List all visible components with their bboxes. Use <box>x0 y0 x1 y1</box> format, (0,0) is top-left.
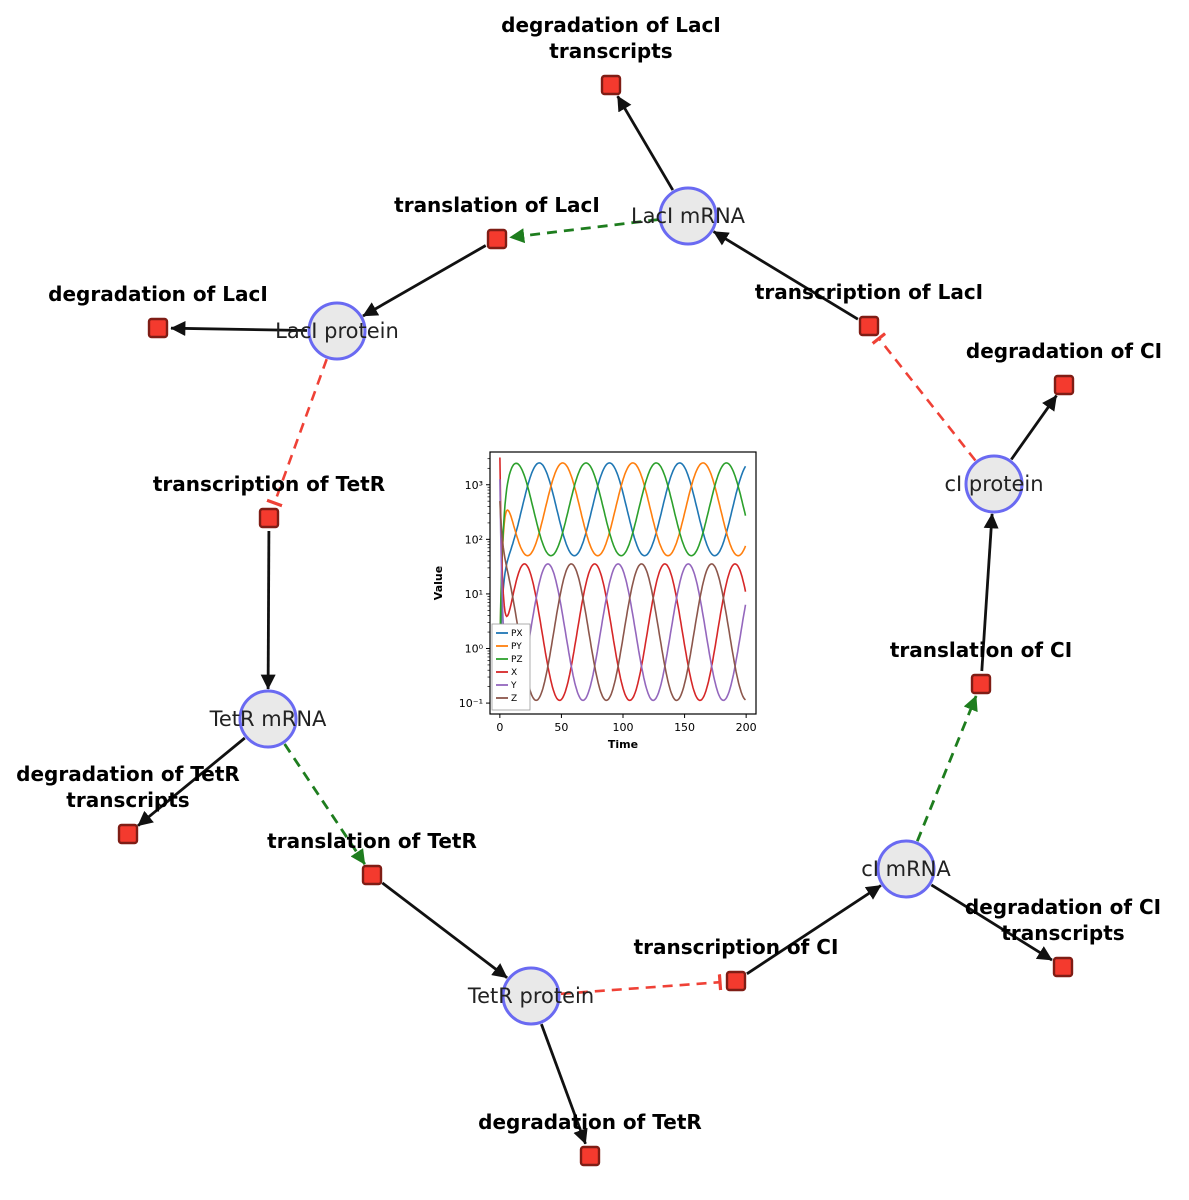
x-tick-label-1: 50 <box>554 721 568 734</box>
legend-box <box>491 623 531 711</box>
reaction-label-deg-laci-transcripts-line0: degradation of LacI <box>501 13 721 37</box>
x-tick-label-4: 200 <box>736 721 757 734</box>
reaction-label-translation-laci-line0: translation of LacI <box>394 193 600 217</box>
reaction-label-transcription-tetr-line0: transcription of TetR <box>153 472 385 496</box>
reaction-label-deg-ci-line0: degradation of CI <box>966 339 1162 363</box>
series-line-Z <box>499 501 747 702</box>
edge-tetr-mrna-to-translation-tetr <box>283 743 366 865</box>
reaction-label-deg-laci-transcripts-line1: transcripts <box>549 39 672 63</box>
x-tick-label-0: 0 <box>496 721 503 734</box>
species-node-tetr-mrna <box>238 689 298 749</box>
species-node-tetr-protein <box>501 966 561 1026</box>
legend-label-Z: Z <box>511 694 517 704</box>
legend: PX PY PZ XYZ <box>491 623 531 711</box>
species-node-ci-protein <box>964 454 1024 514</box>
legend-label-PX: PX <box>511 629 523 639</box>
y-tick-label-3: 10² <box>465 533 483 546</box>
edge-ci-protein-to-deg-ci <box>1010 394 1058 461</box>
y-tick-label-2: 10¹ <box>465 588 483 601</box>
reaction-node-deg-laci-transcripts <box>600 74 622 96</box>
reaction-node-deg-tetr-transcripts <box>117 823 139 845</box>
edge-tetr-protein-to-transcription-ci <box>560 974 723 996</box>
reaction-label-transcription-laci-line0: transcription of LacI <box>755 280 983 304</box>
reaction-node-deg-laci <box>147 317 169 339</box>
edge-laci-protein-to-transcription-tetr <box>266 358 328 508</box>
reaction-label-transcription-ci-line0: transcription of CI <box>634 935 839 959</box>
species-node-laci-protein <box>307 301 367 361</box>
edge-tetr-protein-to-deg-tetr <box>540 1023 588 1145</box>
species-label-tetr-mrna: TetR mRNA <box>209 707 327 731</box>
x-tick-label-3: 150 <box>674 721 695 734</box>
reaction-label-translation-ci-line0: translation of CI <box>890 638 1072 662</box>
reaction-label-deg-ci-transcripts-line0: degradation of CI <box>965 895 1161 919</box>
edge-ci-mrna-to-deg-ci-transcripts <box>930 883 1053 962</box>
species-label-tetr-protein: TetR protein <box>467 984 594 1008</box>
legend-label-PZ: PZ <box>511 655 523 665</box>
edge-laci-mrna-to-translation-laci <box>509 218 659 244</box>
series-line-PY <box>499 462 747 660</box>
y-tick-label-0: 10⁻¹ <box>459 697 483 710</box>
reaction-node-deg-ci-transcripts <box>1052 956 1074 978</box>
species-node-laci-mrna <box>658 186 718 246</box>
edge-transcription-ci-to-ci-mrna <box>746 884 882 975</box>
reaction-label-deg-tetr-transcripts-line1: transcripts <box>66 788 189 812</box>
x-axis-label: Time <box>608 738 638 751</box>
legend-label-Y: Y <box>510 681 517 691</box>
edge-tetr-mrna-to-deg-tetr-transcripts <box>137 736 246 827</box>
species-label-laci-protein: LacI protein <box>275 319 399 343</box>
reaction-node-transcription-laci <box>858 315 880 337</box>
x-tick-label-2: 100 <box>613 721 634 734</box>
reaction-node-deg-ci <box>1053 374 1075 396</box>
species-label-laci-mrna: LacI mRNA <box>631 204 746 228</box>
reaction-label-deg-tetr-line0: degradation of TetR <box>478 1110 702 1134</box>
edge-ci-protein-to-transcription-laci <box>871 332 977 462</box>
y-axis-label: Value <box>432 566 445 600</box>
legend-label-PY: PY <box>511 642 522 652</box>
reaction-label-deg-ci-transcripts-line1: transcripts <box>1001 921 1124 945</box>
species-label-ci-mrna: cI mRNA <box>861 857 951 881</box>
edge-translation-laci-to-laci-protein <box>362 244 487 318</box>
series-line-PX <box>499 462 747 671</box>
edge-transcription-tetr-to-tetr-mrna <box>260 530 276 690</box>
y-tick-label-4: 10³ <box>465 479 483 492</box>
edge-layer <box>137 95 1058 1145</box>
edge-translation-ci-to-ci-protein <box>980 513 999 672</box>
reaction-label-translation-tetr-line0: translation of TetR <box>267 829 477 853</box>
series-line-PZ <box>499 462 747 649</box>
series-line-X <box>499 457 747 702</box>
reaction-node-translation-laci <box>486 228 508 250</box>
edge-ci-mrna-to-translation-ci <box>916 695 978 842</box>
reaction-node-translation-ci <box>970 673 992 695</box>
y-tick-label-1: 10⁰ <box>465 643 484 656</box>
chart-curves <box>499 457 747 702</box>
species-node-ci-mrna <box>876 839 936 899</box>
edge-laci-protein-to-deg-laci <box>170 320 308 336</box>
reaction-node-transcription-ci <box>725 970 747 992</box>
edge-laci-mrna-to-deg-laci-transcripts <box>616 95 675 191</box>
reaction-node-translation-tetr <box>361 864 383 886</box>
edge-transcription-laci-to-laci-mrna <box>712 230 859 321</box>
node-layer <box>117 74 1075 1167</box>
reaction-node-transcription-tetr <box>258 507 280 529</box>
reaction-node-deg-tetr <box>579 1145 601 1167</box>
series-line-Y <box>499 479 747 702</box>
reaction-label-deg-laci-line0: degradation of LacI <box>48 282 268 306</box>
edge-translation-tetr-to-tetr-protein <box>381 881 508 979</box>
species-label-ci-protein: cI protein <box>944 472 1043 496</box>
legend-label-X: X <box>511 668 517 678</box>
reaction-label-deg-tetr-transcripts-line0: degradation of TetR <box>16 762 240 786</box>
